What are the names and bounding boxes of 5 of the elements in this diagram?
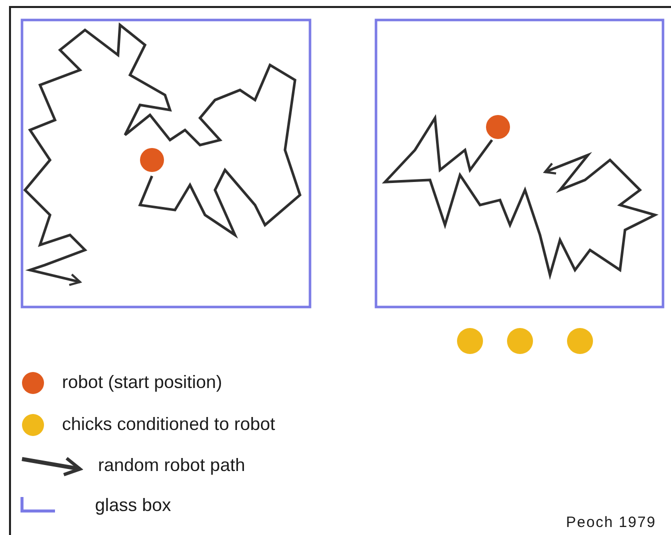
legend-label: chicks conditioned to robot [62, 413, 276, 435]
legend-label: glass box [95, 494, 172, 516]
legend-label: robot (start position) [62, 371, 222, 393]
legend-label: random robot path [98, 454, 246, 476]
citation-text: Peoch 1979 [566, 514, 656, 532]
